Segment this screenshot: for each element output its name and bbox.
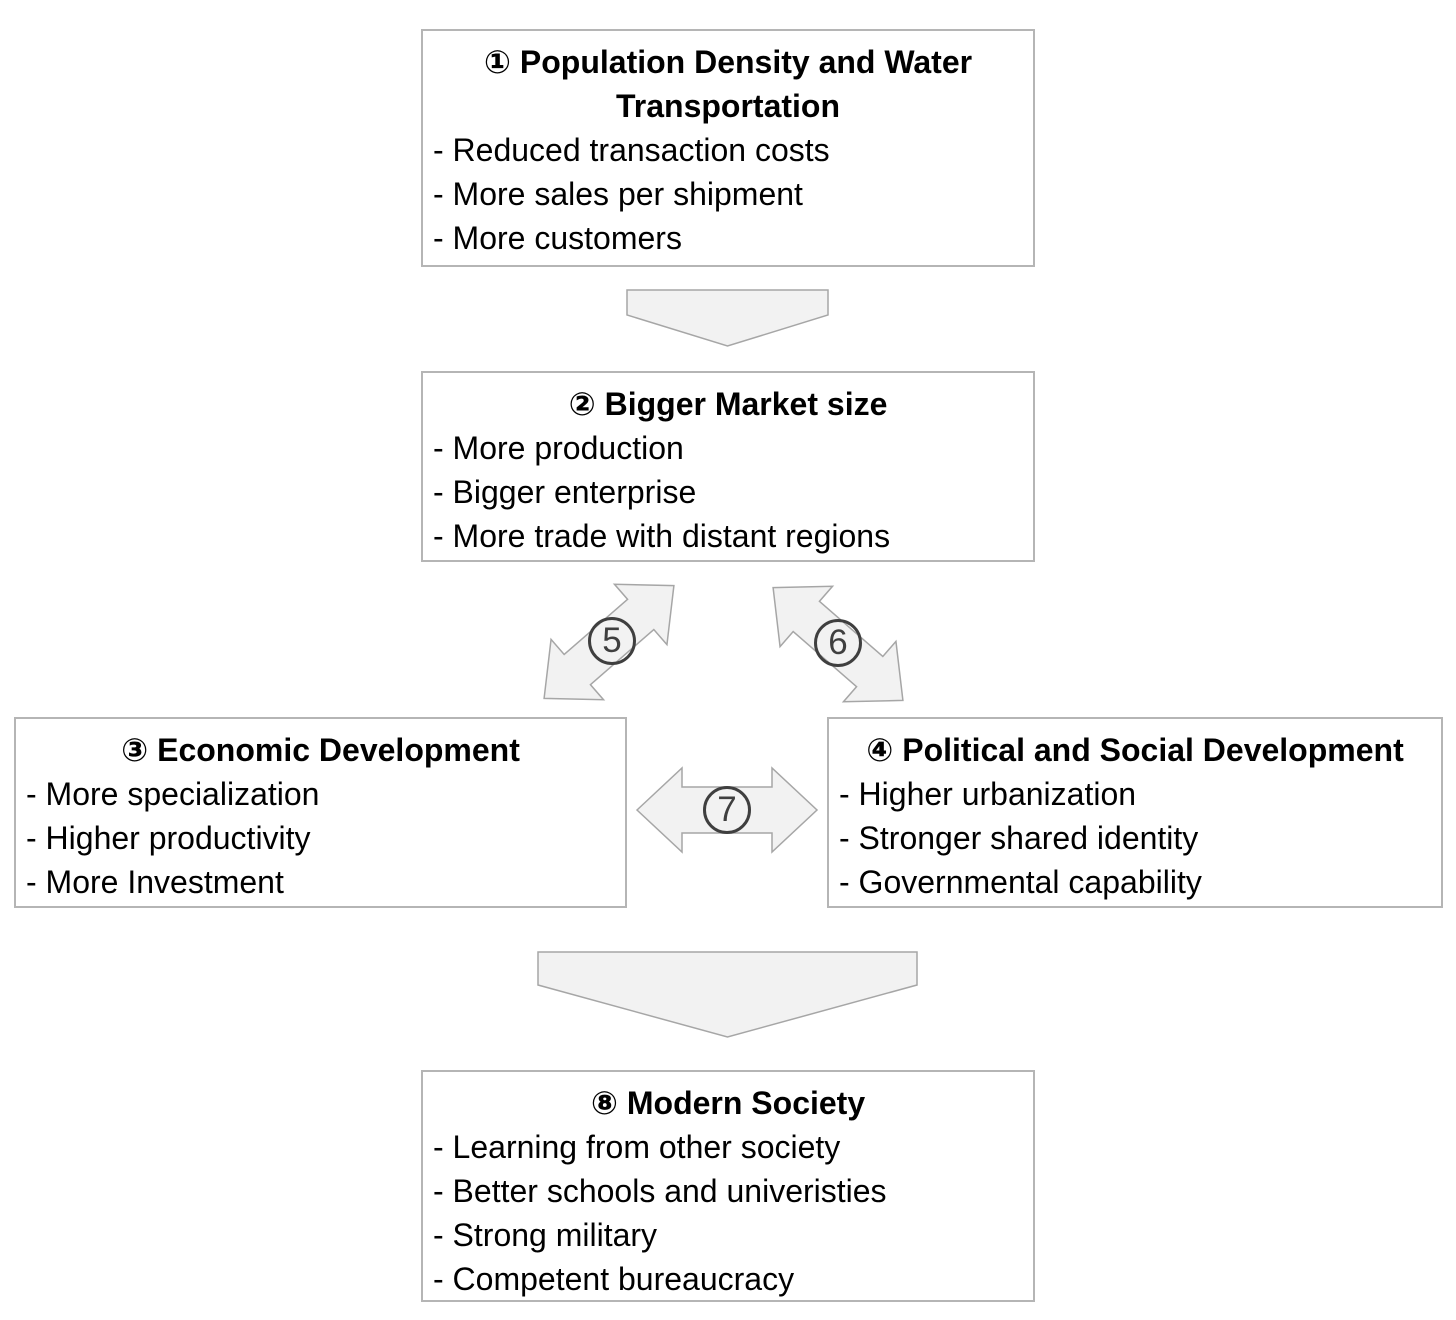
box-bullet-list: - More specialization - Higher productivi…	[26, 772, 615, 904]
down-arrow-icon	[537, 951, 918, 1038]
bullet-line: - Reduced transaction costs	[433, 132, 830, 168]
bullet-line: - Stronger shared identity	[839, 820, 1199, 856]
box-title: ② Bigger Market size	[568, 386, 888, 422]
connector-label-7: 7	[703, 786, 751, 834]
box-political-social-development: ④ Political and Social Development - Hig…	[827, 717, 1443, 908]
bullet-line: - More sales per shipment	[433, 176, 803, 212]
box-bullet-list: - Learning from other society - Better sc…	[433, 1125, 1023, 1301]
bullet-line: - Bigger enterprise	[433, 474, 697, 510]
bullet-line: - Higher urbanization	[839, 776, 1137, 812]
box-modern-society: ⑧ Modern Society - Learning from other s…	[421, 1070, 1035, 1302]
bullet-line: - Higher productivity	[26, 820, 311, 856]
bullet-line: - More Investment	[26, 864, 284, 900]
box-bullet-list: - More production - Bigger enterprise - Mo…	[433, 426, 1023, 558]
box-title: ③ Economic Development	[121, 732, 520, 768]
box-title: ④ Political and Social Development	[866, 732, 1404, 768]
bullet-line: - Competent bureaucracy	[433, 1261, 795, 1297]
connector-label-5: 5	[588, 617, 636, 665]
bullet-line: - Strong military	[433, 1217, 658, 1253]
box-bullet-list: - Reduced transaction costs - More sales …	[433, 128, 1023, 260]
box-title: ① Population Density and Water Transport…	[483, 44, 981, 124]
bullet-line: - Learning from other society	[433, 1129, 841, 1165]
box-bigger-market-size: ② Bigger Market size - More production- …	[421, 371, 1035, 562]
bullet-line: - Better schools and univeristies	[433, 1173, 887, 1209]
bullet-line: - More specialization	[26, 776, 320, 812]
box-economic-development: ③ Economic Development - More specializa…	[14, 717, 627, 908]
box-population-density-water-transportation: ① Population Density and Water Transport…	[421, 29, 1035, 267]
connector-label-6: 6	[814, 619, 862, 667]
box-bullet-list: - Higher urbanization - Stronger shared i…	[839, 772, 1431, 904]
bullet-line: - More trade with distant regions	[433, 518, 891, 554]
down-arrow-icon	[626, 289, 829, 347]
bullet-line: - More customers	[433, 220, 682, 256]
bullet-line: - Governmental capability	[839, 864, 1202, 900]
box-title: ⑧ Modern Society	[590, 1085, 866, 1121]
bullet-line: - More production	[433, 430, 684, 466]
